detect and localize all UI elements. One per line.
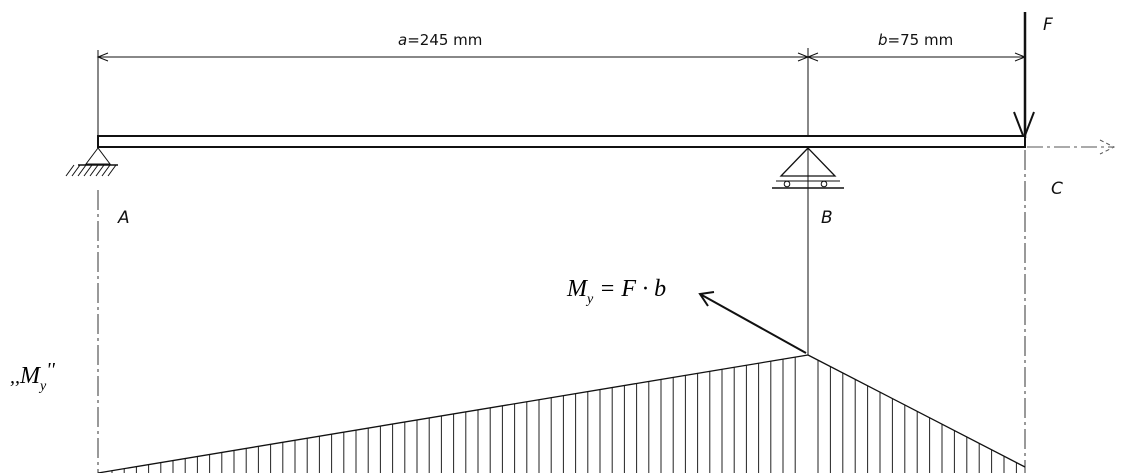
axis-dashed-line [1027,139,1116,155]
projection-lines [97,150,1026,473]
moment-diagram-hatch-right [817,355,1017,473]
point-a-label: A [117,208,130,228]
dimension-b-label: b=75 mm [878,31,953,49]
force-arrow [1013,12,1035,141]
dimension-a-label: a=245 mm [398,31,482,49]
force-label: F [1043,15,1053,35]
moment-diagram-outline [97,354,1026,473]
pin-support-a [65,147,118,177]
point-c-label: C [1051,179,1063,199]
moment-formula: My = F · b [566,276,666,307]
dimension-lines [96,48,1027,355]
moment-leader-arrow [698,291,807,354]
moment-diagram-label: ,,My'' [10,359,55,394]
point-b-label: B [821,208,833,228]
beam [97,135,1026,148]
roller-support-b [772,147,844,189]
